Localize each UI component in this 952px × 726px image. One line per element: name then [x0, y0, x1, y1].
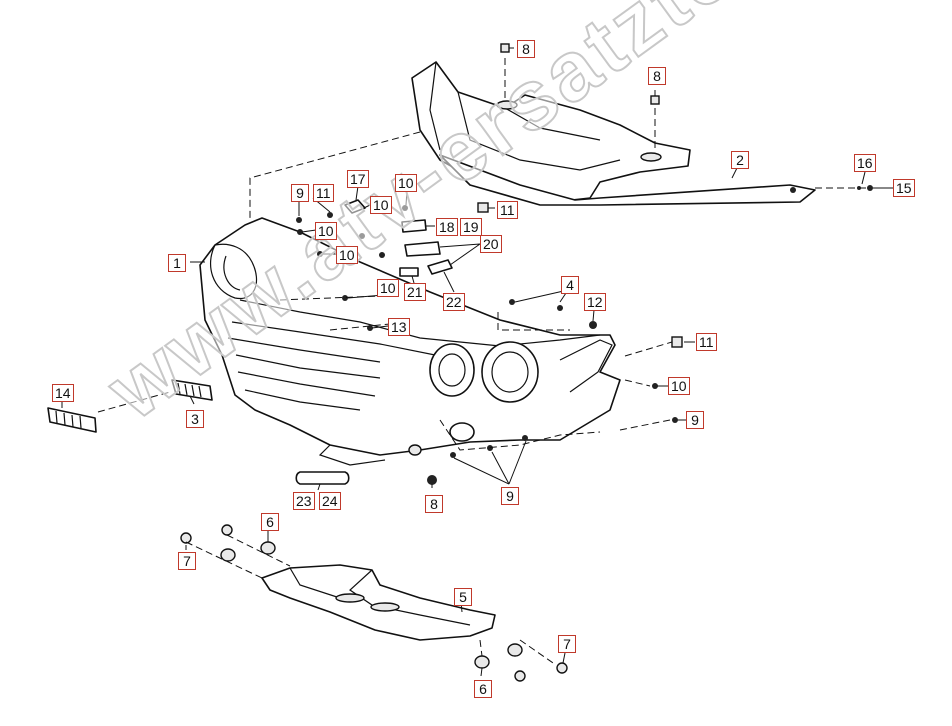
callout-21: 21 — [404, 283, 426, 301]
callout-8-rack: 8 — [648, 67, 666, 85]
callout-17: 17 — [347, 170, 369, 188]
callout-11-c: 11 — [696, 333, 717, 351]
callout-22: 22 — [443, 293, 465, 311]
callout-19: 19 — [460, 218, 482, 236]
callout-6-lower: 6 — [474, 680, 492, 698]
callout-12: 12 — [584, 293, 606, 311]
callout-5: 5 — [454, 588, 472, 606]
callout-23: 23 — [293, 492, 315, 510]
callout-15: 15 — [893, 179, 915, 197]
callout-11-b: 11 — [497, 201, 518, 219]
callout-3: 3 — [186, 410, 204, 428]
part-emblem-14 — [47, 407, 97, 433]
callout-16: 16 — [854, 154, 876, 172]
callout-7-right: 7 — [558, 635, 576, 653]
callout-18: 18 — [436, 218, 458, 236]
callout-8-top: 8 — [517, 40, 535, 58]
callout-20: 20 — [480, 235, 502, 253]
callout-13: 13 — [388, 318, 410, 336]
callout-10-c: 10 — [370, 196, 392, 214]
callout-8-bottom: 8 — [425, 495, 443, 513]
callout-10-b: 10 — [336, 246, 358, 264]
part-upper-rack — [411, 61, 816, 206]
callout-10-d: 10 — [377, 279, 399, 297]
callout-9-right: 9 — [686, 411, 704, 429]
callout-10-f: 10 — [668, 377, 690, 395]
callout-9-lower: 9 — [501, 487, 519, 505]
callout-6-upper: 6 — [261, 513, 279, 531]
callout-14: 14 — [52, 384, 74, 402]
callout-9-upper: 9 — [291, 184, 309, 202]
hardware-group — [180, 43, 873, 682]
callout-7-left: 7 — [178, 552, 196, 570]
callout-24: 24 — [319, 492, 341, 510]
callout-leaders — [61, 47, 893, 677]
callout-1: 1 — [168, 254, 186, 272]
part-front-body — [199, 217, 621, 466]
callout-10-e: 10 — [395, 174, 417, 192]
callout-10-a: 10 — [315, 222, 337, 240]
callout-11-a: 11 — [313, 184, 334, 202]
callout-4: 4 — [561, 276, 579, 294]
part-bracket-23-24 — [295, 471, 350, 485]
part-emblem-3 — [171, 379, 213, 401]
callout-2: 2 — [731, 151, 749, 169]
part-skid-plate — [261, 564, 496, 641]
